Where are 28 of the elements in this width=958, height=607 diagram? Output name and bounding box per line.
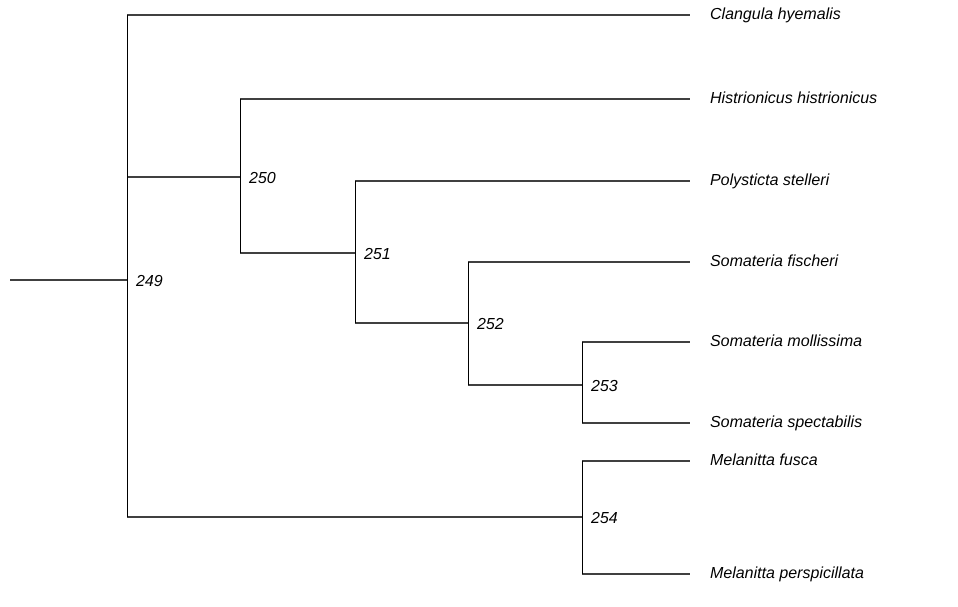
node-number: 251 (364, 245, 391, 265)
tree-branch (468, 384, 582, 386)
tree-branch (127, 176, 240, 178)
tree-branch (355, 322, 468, 324)
tree-branch (240, 252, 355, 254)
tree-branch (127, 516, 582, 518)
taxon-label: Somateria fischeri (690, 251, 838, 273)
taxon-label: Melanitta fusca (690, 450, 818, 472)
tree-branch (582, 573, 690, 575)
tree-branch (10, 279, 127, 281)
tree-branch (468, 261, 690, 263)
node-number: 253 (591, 377, 618, 397)
node-number: 250 (249, 169, 276, 189)
taxon-label: Somateria mollissima (690, 331, 862, 353)
tree-branch (582, 460, 690, 462)
taxon-label: Clangula hyemalis (690, 4, 841, 26)
taxon-label: Melanitta perspicillata (690, 563, 864, 585)
taxon-label: Histrionicus histrionicus (690, 88, 878, 110)
tree-branch (355, 180, 690, 182)
tree-branch (127, 14, 690, 16)
node-number: 252 (477, 315, 504, 335)
taxon-label: Somateria spectabilis (690, 412, 862, 434)
node-number: 254 (591, 509, 618, 529)
tree-branch (240, 98, 690, 100)
tree-branch (582, 341, 690, 343)
tree-branch (582, 422, 690, 424)
node-number: 249 (136, 272, 163, 292)
taxon-label: Polysticta stelleri (690, 170, 830, 192)
